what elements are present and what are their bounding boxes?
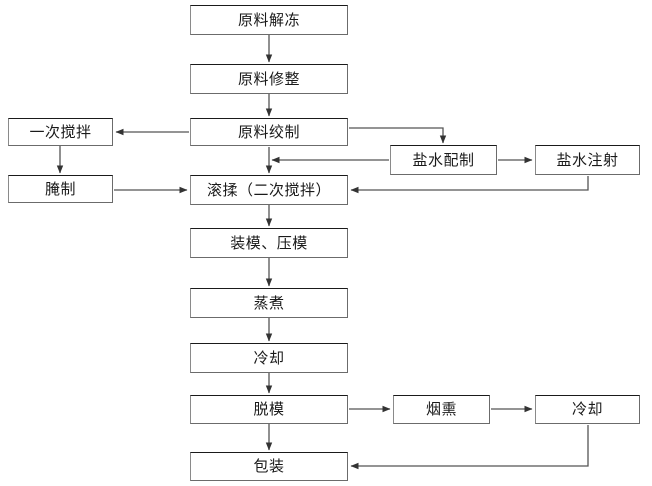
node-curing[interactable]: 腌制 bbox=[8, 175, 113, 203]
node-brine-injection[interactable]: 盐水注射 bbox=[535, 145, 640, 175]
edge-mince-brinemix bbox=[349, 127, 447, 144]
edge-cool2-pack bbox=[350, 425, 589, 470]
node-raw-material-trimming[interactable]: 原料修整 bbox=[190, 64, 348, 94]
node-steam-cooking[interactable]: 蒸煮 bbox=[190, 288, 348, 318]
node-smoking[interactable]: 烟熏 bbox=[393, 395, 490, 424]
node-first-mixing[interactable]: 一次搅拌 bbox=[8, 118, 113, 146]
node-raw-material-thawing[interactable]: 原料解冻 bbox=[190, 5, 348, 35]
node-raw-material-mincing[interactable]: 原料绞制 bbox=[190, 118, 348, 146]
node-cooling-first[interactable]: 冷却 bbox=[190, 343, 348, 373]
node-packaging[interactable]: 包装 bbox=[190, 452, 348, 481]
node-demolding[interactable]: 脱模 bbox=[190, 395, 348, 424]
node-tumbling-second-mixing[interactable]: 滚揉（二次搅拌） bbox=[190, 175, 348, 205]
edge-brineinj-tumble bbox=[350, 176, 589, 194]
node-molding-pressing[interactable]: 装模、压模 bbox=[190, 228, 348, 258]
node-cooling-second[interactable]: 冷却 bbox=[535, 395, 640, 424]
node-brine-preparation[interactable]: 盐水配制 bbox=[390, 145, 497, 175]
